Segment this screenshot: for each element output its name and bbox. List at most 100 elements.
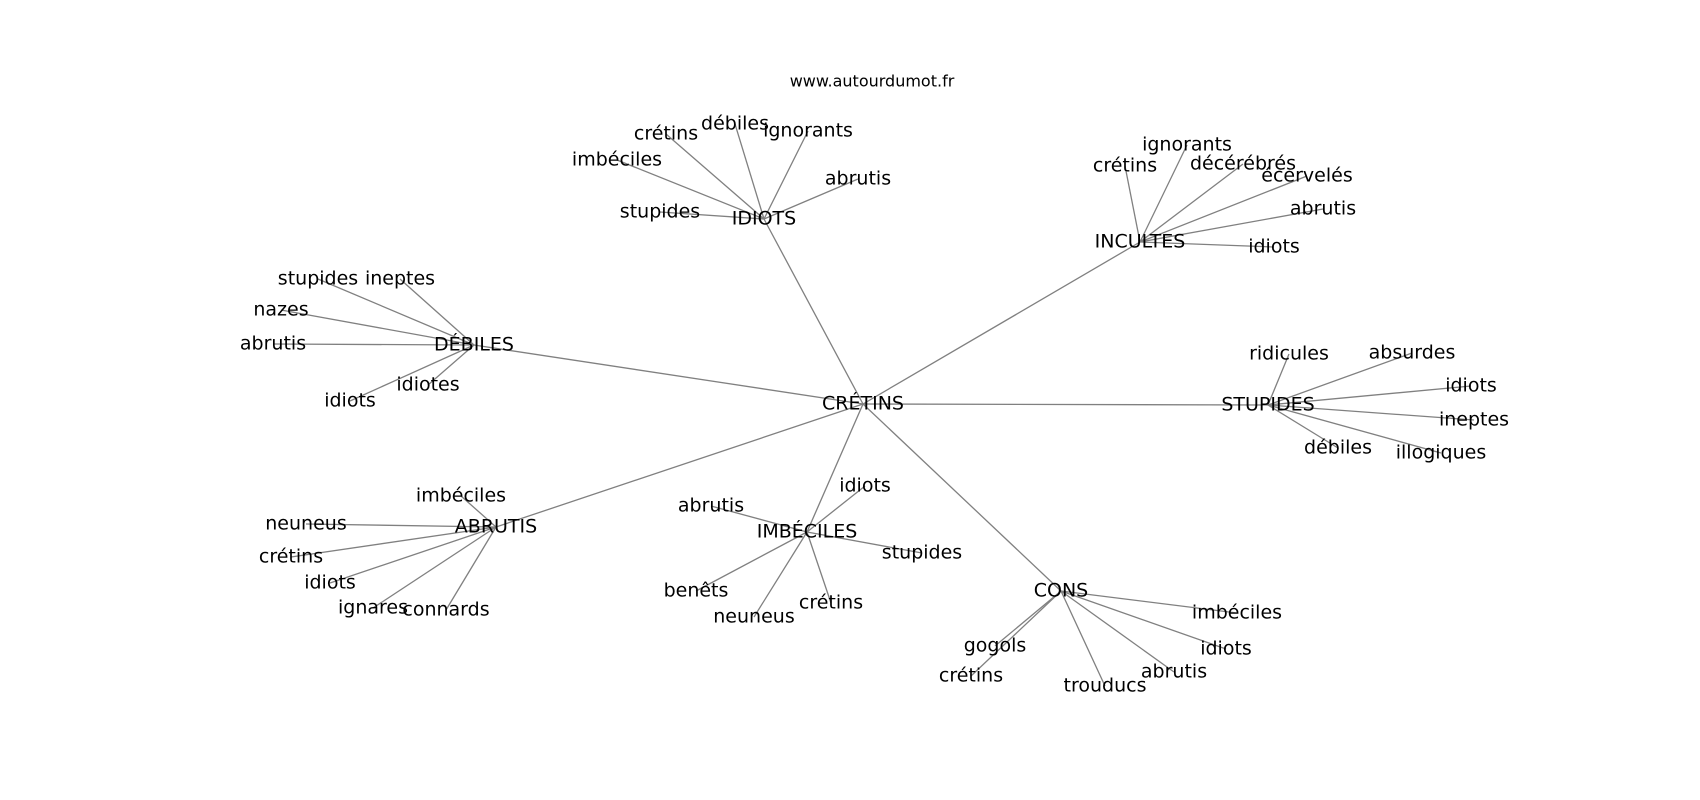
edge-incultes-ecerveles [1139,175,1308,243]
edge-debiles-idiotes [427,344,475,386]
edge-stupides-debiles [1267,404,1339,449]
node-word-abrutis[interactable]: abrutis [240,333,306,355]
node-word-gogols[interactable]: gogols [964,635,1027,657]
edge-center-imbeciles [806,403,864,533]
node-word-cretins[interactable]: crétins [799,592,863,614]
node-hub-stupides[interactable]: STUPIDES [1221,394,1314,416]
edge-center-incultes [862,241,1141,405]
node-word-ridicules[interactable]: ridicules [1249,343,1329,365]
edge-center-stupides [862,403,1269,406]
node-word-connards[interactable]: connards [402,599,489,621]
edge-imbeciles-benets [695,531,808,592]
edge-cons-abrutis [1060,590,1175,673]
node-word-imbeciles[interactable]: imbéciles [1192,602,1282,624]
node-word-ignorants[interactable]: ignorants [1142,134,1232,156]
node-word-stupides[interactable]: stupides [882,542,962,564]
node-word-neuneus[interactable]: neuneus [265,513,346,535]
node-word-abrutis[interactable]: abrutis [1141,661,1207,683]
node-hub-debiles[interactable]: DÉBILES [434,333,514,356]
node-word-trouducs[interactable]: trouducs [1064,675,1147,697]
edge-idiots-cretins [665,133,765,220]
edge-imbeciles-idiots [806,485,866,533]
node-word-debiles[interactable]: débiles [701,113,769,135]
edge-imbeciles-cretins [806,531,832,604]
node-word-cretins[interactable]: crétins [259,546,323,568]
node-word-ineptes[interactable]: ineptes [1439,409,1509,431]
node-word-decerebres[interactable]: décérébrés [1190,153,1296,175]
edge-stupides-absurdes [1267,352,1413,406]
node-word-imbeciles[interactable]: imbéciles [416,485,506,507]
node-word-cretins[interactable]: crétins [634,123,698,145]
node-word-stupides[interactable]: stupides [278,268,358,290]
edge-cons-idiots [1060,590,1227,650]
node-hub-incultes[interactable]: INCULTES [1095,231,1186,253]
node-word-illogiques[interactable]: illogiques [1396,442,1487,464]
node-word-neuneus[interactable]: neuneus [713,606,794,628]
edge-idiots-imbeciles [616,159,765,220]
edge-center-abrutis [495,403,864,528]
edge-incultes-decerebres [1139,163,1244,243]
edge-debiles-stupides [317,278,475,346]
edge-center-cons [862,403,1062,592]
edge-cons-gogols [994,590,1062,647]
node-word-idiots[interactable]: idiots [1445,375,1497,397]
edge-idiots-ignorants [763,130,809,220]
edge-incultes-ignorants [1139,144,1188,243]
node-word-ecerveles[interactable]: écervelés [1261,165,1352,187]
edge-stupides-ridicules [1267,353,1290,406]
node-word-cretins[interactable]: crétins [939,665,1003,687]
node-word-imbeciles[interactable]: imbéciles [572,149,662,171]
node-word-abrutis[interactable]: abrutis [1290,198,1356,220]
edge-debiles-nazes [280,309,475,346]
edge-abrutis-cretins [290,526,497,558]
edge-abrutis-idiots [329,526,497,584]
graph-labels: www.autourdumot.fr CRÉTINS IDIOTS stupides… [240,72,1509,697]
edge-abrutis-ignares [372,526,497,609]
edge-cons-trouducs [1060,590,1106,687]
node-word-idiots[interactable]: idiots [839,475,891,497]
source-url[interactable]: www.autourdumot.fr [790,72,955,91]
edge-incultes-cretins [1124,165,1141,243]
edge-incultes-idiots [1139,241,1275,248]
node-word-cretins[interactable]: crétins [1093,155,1157,177]
node-word-idiotes[interactable]: idiotes [396,374,459,396]
edge-debiles-idiots [349,344,475,402]
node-word-benets[interactable]: benêts [664,580,729,602]
edge-abrutis-neuneus [305,523,497,528]
node-word-debiles[interactable]: débiles [1304,437,1372,459]
node-word-abrutis[interactable]: abrutis [825,168,891,190]
edge-incultes-abrutis [1139,208,1324,243]
node-word-idiots[interactable]: idiots [324,390,376,412]
node-word-nazes[interactable]: nazes [253,299,308,321]
edge-stupides-illogiques [1267,404,1442,454]
edge-abrutis-connards [445,526,497,611]
node-word-absurdes[interactable]: absurdes [1369,342,1456,364]
edge-stupides-ineptes [1267,404,1475,421]
node-hub-imbeciles[interactable]: IMBÉCILES [757,520,858,543]
edge-center-debiles [473,344,864,405]
edge-idiots-debiles [734,123,765,220]
node-hub-cons[interactable]: CONS [1034,580,1089,602]
node-word-idiots[interactable]: idiots [1248,236,1300,258]
edge-stupides-idiots [1267,385,1472,406]
node-center-cretins[interactable]: CRÉTINS [822,392,904,415]
node-word-stupides[interactable]: stupides [620,201,700,223]
edge-abrutis-imbeciles [460,495,497,528]
node-word-idiots[interactable]: idiots [304,572,356,594]
node-word-idiots[interactable]: idiots [1200,638,1252,660]
node-word-ignares[interactable]: ignares [338,597,408,619]
edge-center-idiots [763,218,864,405]
node-word-ineptes[interactable]: ineptes [365,268,435,290]
edge-cons-cretins [970,590,1062,677]
edge-idiots-abrutis [763,178,859,220]
node-word-ignorants[interactable]: ignorants [763,120,853,142]
edge-debiles-abrutis [272,343,475,346]
edge-imbeciles-neuneus [753,531,808,618]
edge-imbeciles-abrutis [710,505,808,533]
node-hub-idiots[interactable]: IDIOTS [732,208,796,230]
node-word-abrutis[interactable]: abrutis [678,495,744,517]
edge-imbeciles-stupides [806,531,923,554]
node-hub-abrutis[interactable]: ABRUTIS [455,516,537,538]
edge-idiots-stupides [659,211,765,220]
